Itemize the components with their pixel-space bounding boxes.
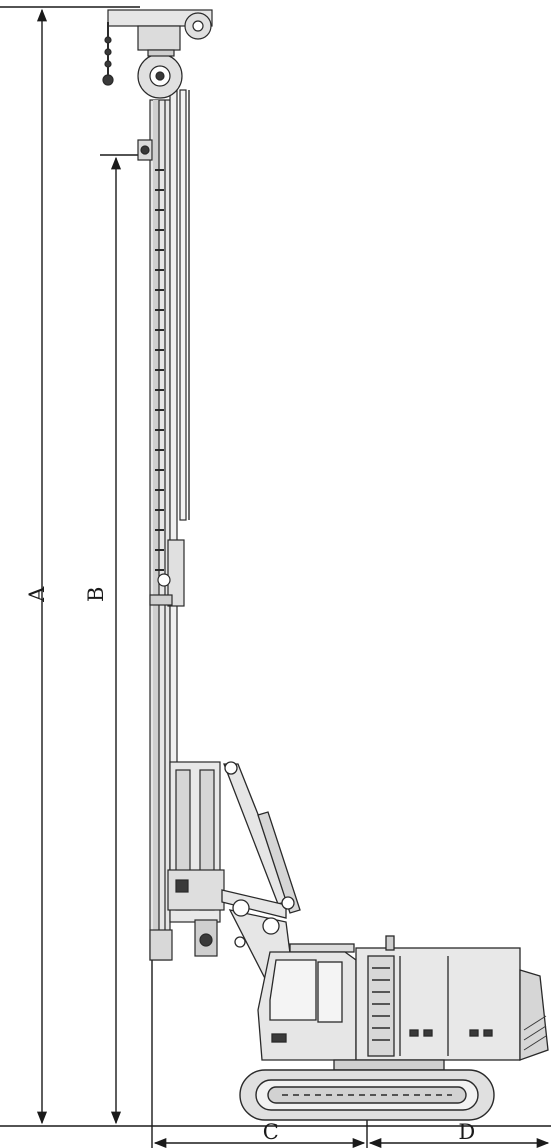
mast-joint — [149, 539, 185, 607]
upper-carriage — [257, 935, 549, 1071]
dimension-label-c: C — [262, 1120, 280, 1144]
mast-head — [102, 9, 213, 161]
dimension-lines — [0, 6, 551, 1148]
dimension-label-a: A — [25, 586, 49, 602]
kinematic-arms — [221, 761, 301, 1001]
rotary-drive — [167, 761, 225, 957]
crawler-track — [239, 1069, 495, 1121]
mast-ladder-rungs — [155, 169, 164, 571]
dimension-label-b: B — [84, 586, 108, 602]
dimension-label-d: D — [458, 1120, 476, 1144]
